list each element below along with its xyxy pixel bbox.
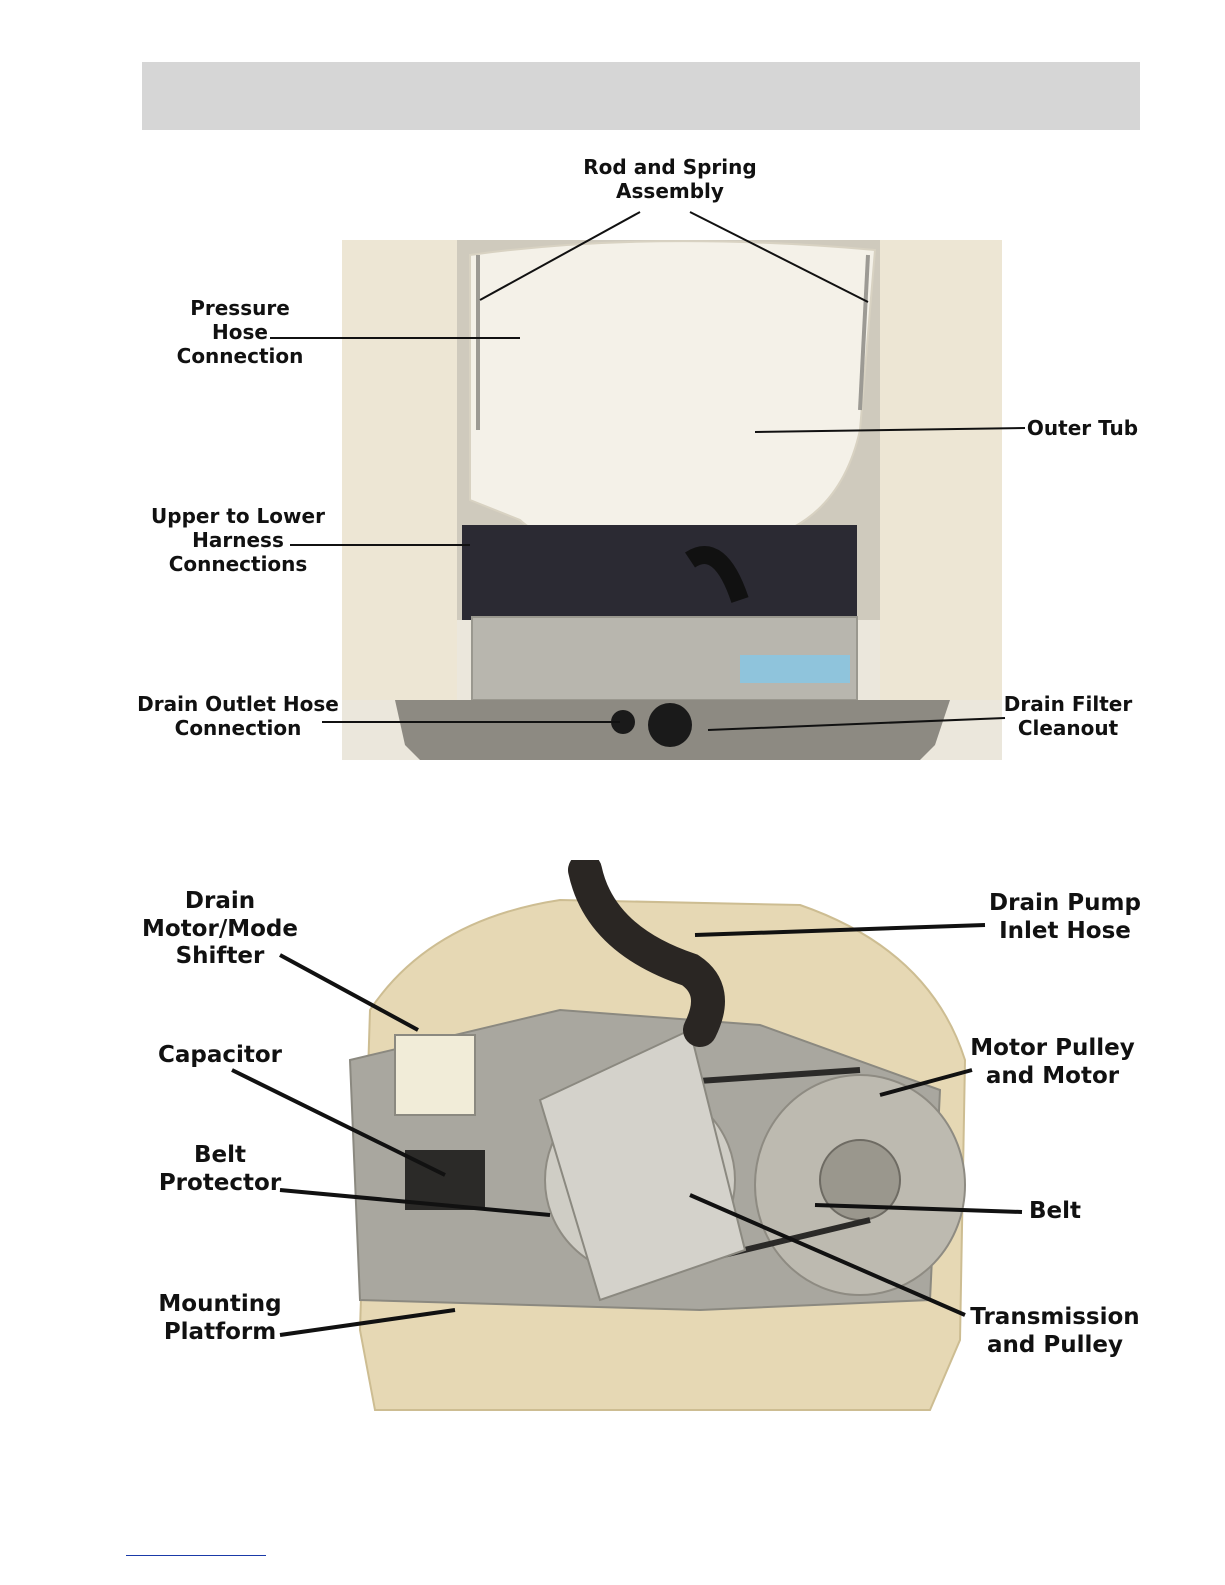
- label-drain-pump-inlet-hose: Drain Pump Inlet Hose: [980, 890, 1150, 945]
- label-rod-spring-assembly: Rod and Spring Assembly: [560, 155, 780, 203]
- blue-tape: [740, 655, 850, 683]
- label-motor-pulley-and-motor: Motor Pulley and Motor: [960, 1035, 1145, 1090]
- washer-underside-figure: Drain Motor/Mode Shifter Drain Pump Inle…: [0, 860, 1225, 1420]
- outer-tub-shape: [470, 241, 875, 545]
- label-belt: Belt: [1020, 1198, 1090, 1226]
- label-capacitor: Capacitor: [145, 1042, 295, 1070]
- drain-filter-cap: [648, 703, 692, 747]
- washer-front-figure: Rod and Spring Assembly Pressure Hose Co…: [0, 0, 1225, 780]
- label-mounting-platform: Mounting Platform: [145, 1291, 295, 1346]
- lower-components: [462, 525, 857, 620]
- label-outer-tub: Outer Tub: [1025, 416, 1140, 440]
- footer-link-underline: [126, 1555, 266, 1556]
- label-drain-motor-mode-shifter: Drain Motor/Mode Shifter: [130, 888, 310, 971]
- washer-front-photo: [0, 0, 1225, 780]
- label-harness: Upper to Lower Harness Connections: [138, 504, 338, 576]
- label-drain-filter: Drain Filter Cleanout: [1000, 692, 1136, 740]
- label-belt-protector: Belt Protector: [145, 1142, 295, 1197]
- cabinet-right-side: [880, 240, 1002, 700]
- label-transmission-and-pulley: Transmission and Pulley: [965, 1304, 1145, 1359]
- drain-motor-shape: [395, 1035, 475, 1115]
- label-pressure-hose: Pressure Hose Connection: [160, 296, 320, 368]
- label-drain-outlet: Drain Outlet Hose Connection: [130, 692, 346, 740]
- cabinet-left-side: [342, 240, 457, 700]
